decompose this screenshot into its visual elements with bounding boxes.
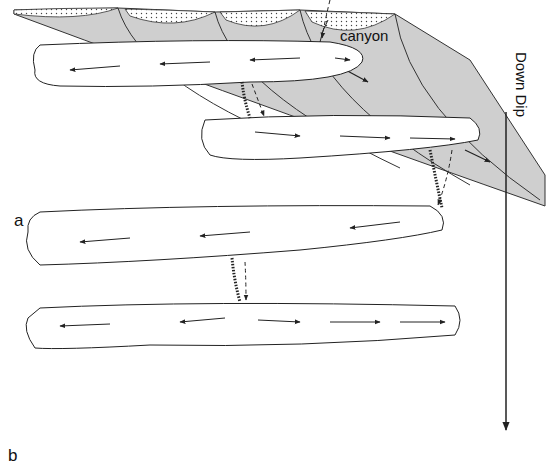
cross-section <box>14 8 545 206</box>
direction-label: Down Dip <box>514 52 529 117</box>
flow-arrows <box>60 0 455 326</box>
basin-map <box>26 20 480 349</box>
down-dip-arrow <box>505 112 507 430</box>
feature-label: canyon <box>340 28 388 43</box>
panel-letter: b <box>8 447 17 464</box>
panel-letter: a <box>14 212 23 229</box>
